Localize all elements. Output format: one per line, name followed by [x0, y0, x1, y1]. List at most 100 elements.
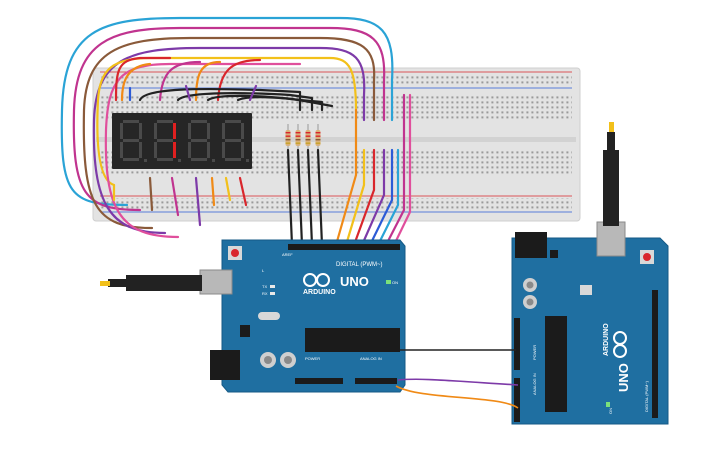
digital-label-left: DIGITAL (PWM~) [336, 262, 383, 268]
segment-b [241, 123, 244, 139]
segment-a [157, 120, 173, 123]
analog-header-left[interactable] [355, 378, 397, 384]
analog-label-left: ANALOG IN [360, 356, 382, 361]
wire-purple-link [397, 378, 519, 386]
segment-e [120, 142, 123, 158]
arduino-uno-right[interactable]: ANALOG IN POWER DIGITAL (PWM~) ARDUINO U… [511, 221, 669, 425]
resistor-4[interactable] [315, 124, 321, 152]
resistor-1[interactable] [285, 124, 291, 152]
board-link-wires[interactable] [395, 349, 519, 409]
wire-red-b [238, 176, 248, 207]
wire-yellow-b2 [224, 176, 232, 202]
breadboard-bottom-power-rail [100, 198, 572, 210]
segment-d [157, 158, 173, 161]
wire-black-r3 [306, 148, 314, 247]
segment-a [123, 120, 139, 123]
analog-label-right: ANALOG IN [532, 373, 537, 395]
wire-red-1 [114, 56, 172, 102]
segment-c [173, 142, 176, 158]
wire-orange-1 [120, 62, 152, 102]
segment-c [241, 142, 244, 158]
wire-cyan-d [376, 148, 400, 247]
segment-a [225, 120, 241, 123]
arduino-brand-left: ARDUINO [303, 289, 336, 296]
wire-black-r4 [316, 148, 324, 247]
usb-cable-right[interactable] [603, 122, 619, 226]
arduino-brand-right: ARDUINO [603, 323, 610, 356]
wire-purple-short-2 [248, 84, 258, 102]
segment-dp [144, 159, 147, 162]
wire-magenta-b [170, 176, 180, 217]
usb-cable-left[interactable] [100, 275, 202, 291]
wire-black-r2 [296, 148, 304, 247]
segment-b [207, 123, 210, 139]
wire-yellow-d [344, 148, 366, 247]
power-header-right[interactable] [514, 318, 520, 370]
resistor-array[interactable] [285, 124, 321, 152]
segment-f [222, 123, 225, 139]
segment-g [191, 139, 207, 142]
uno-label-left: UNO [340, 274, 369, 289]
wires[interactable] [60, 16, 412, 247]
power-header-left[interactable] [295, 378, 343, 384]
digital-header-left[interactable] [288, 244, 400, 250]
wire-cyan-loop [60, 16, 394, 207]
on-label-left: ON [392, 280, 398, 285]
wire-pink-d [392, 93, 412, 247]
wire-yellow-loop [96, 56, 358, 187]
tx-led-label-left: TX [262, 284, 267, 289]
segment-dp [178, 159, 181, 162]
usb-port-right[interactable] [596, 221, 626, 257]
segment-e [154, 142, 157, 158]
power-jack-right[interactable] [515, 232, 547, 258]
segment-d [191, 158, 207, 161]
segment-d [225, 158, 241, 161]
seven-segment-display[interactable] [112, 113, 252, 169]
display-digit-1 [120, 120, 147, 162]
l-led-label-left: L [262, 268, 265, 273]
wire-magenta-d [384, 93, 406, 247]
usb-plug-tip-right [609, 122, 614, 132]
segment-g [123, 139, 139, 142]
arduino-logo-left: ARDUINO [303, 273, 336, 296]
segment-g [225, 139, 241, 142]
digital-label-right: DIGITAL (PWM~) [644, 380, 649, 412]
wire-black-2 [176, 92, 314, 112]
on-label-right: ON [608, 408, 613, 414]
uno-label-right: UNO [616, 363, 631, 392]
display-digit-3 [188, 120, 215, 162]
wire-black-4 [236, 96, 334, 108]
segment-e [222, 142, 225, 158]
rx-led-label-left: RX [262, 291, 268, 296]
analog-header-right[interactable] [514, 378, 520, 422]
digital-header-right[interactable] [652, 290, 658, 418]
segment-c [139, 142, 142, 158]
power-jack-left[interactable] [210, 350, 240, 380]
segment-a [191, 120, 207, 123]
segment-b [139, 123, 142, 139]
wire-brown-loop [82, 36, 376, 230]
wire-orange-link [395, 385, 519, 409]
usb-plug-tip-left [100, 281, 110, 286]
wire-red-d [352, 148, 376, 247]
segment-e [188, 142, 191, 158]
wire-purple-d [360, 148, 386, 247]
segment-b [173, 123, 176, 139]
segment-f [120, 123, 123, 139]
wire-purple-loop [92, 46, 366, 235]
atmega-chip-right [545, 316, 567, 412]
power-label-left: POWER [305, 356, 320, 361]
display-digit-2 [154, 120, 181, 162]
breadboard-center-gap [96, 137, 576, 142]
arduino-uno-left[interactable]: AREF DIGITAL (PWM~) L TX RX ARDUINO UNO … [199, 239, 406, 393]
wire-orange-d [334, 108, 358, 247]
resistor-2[interactable] [295, 124, 301, 152]
segment-dp [246, 159, 249, 162]
arduino-logo-right: ARDUINO [603, 323, 627, 358]
resistor-3[interactable] [305, 124, 311, 152]
segment-f [154, 123, 157, 139]
usb-port-left[interactable] [199, 269, 233, 295]
segment-d [123, 158, 139, 161]
segment-c [207, 142, 210, 158]
